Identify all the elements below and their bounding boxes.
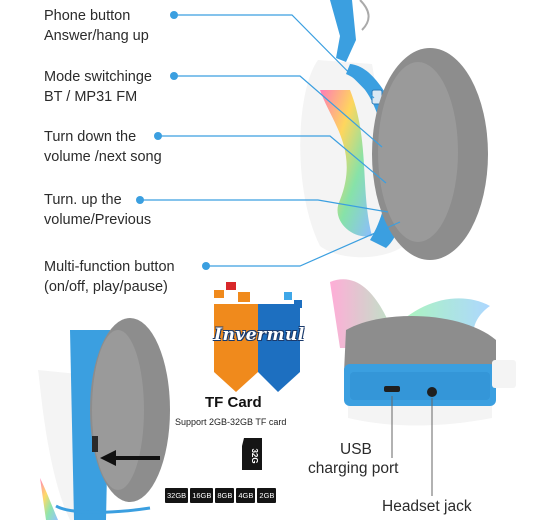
capacity-badge: 8GB bbox=[215, 488, 235, 503]
arrow-icon bbox=[100, 450, 160, 466]
top-headphone bbox=[300, 0, 488, 260]
label-volume-down: Turn down the volume /next song bbox=[44, 127, 162, 167]
label-line: volume/Previous bbox=[44, 212, 152, 228]
label-headset-jack: Headset jack bbox=[382, 498, 472, 515]
label-line: Turn down the bbox=[44, 129, 137, 145]
capacity-badges: 32GB 16GB 8GB 4GB 2GB bbox=[165, 488, 277, 503]
tf-card-support: Support 2GB-32GB TF card bbox=[175, 417, 287, 427]
callout-dots bbox=[136, 11, 210, 270]
brand-logo bbox=[214, 282, 302, 392]
label-line: Mode switchinge bbox=[44, 69, 152, 85]
label-phone-button: Phone button Answer/hang up bbox=[44, 6, 149, 46]
label-line: Multi-function button bbox=[44, 259, 175, 275]
capacity-badge: 4GB bbox=[236, 488, 256, 503]
capacity-badge: 32GB bbox=[165, 488, 189, 503]
label-multi-function: Multi-function button (on/off, play/paus… bbox=[44, 257, 175, 297]
sd-card-label: 32G bbox=[250, 448, 259, 463]
label-line: BT / MP31 FM bbox=[44, 89, 138, 105]
label-line: volume /next song bbox=[44, 149, 162, 165]
bottom-right-headphone bbox=[330, 279, 516, 426]
usb-line-1: USB bbox=[340, 441, 372, 458]
label-line: Answer/hang up bbox=[44, 28, 149, 44]
label-volume-up: Turn. up the volume/Previous bbox=[44, 190, 151, 230]
label-usb: USB charging port bbox=[308, 440, 398, 478]
capacity-badge: 2GB bbox=[257, 488, 277, 503]
bottom-left-headphone bbox=[38, 318, 170, 520]
sd-card-icon: 32G bbox=[242, 438, 262, 470]
capacity-badge: 16GB bbox=[190, 488, 214, 503]
port-lines bbox=[391, 396, 433, 496]
label-line: (on/off, play/pause) bbox=[44, 279, 168, 295]
label-line: Phone button bbox=[44, 8, 131, 24]
tf-card-title: TF Card bbox=[205, 394, 262, 411]
usb-line-2: charging port bbox=[308, 460, 399, 477]
label-line: Turn. up the bbox=[44, 192, 122, 208]
brand-logo-text: Invermul bbox=[214, 325, 305, 345]
label-mode-switch: Mode switchinge BT / MP31 FM bbox=[44, 67, 152, 107]
callout-lines bbox=[140, 14, 401, 267]
